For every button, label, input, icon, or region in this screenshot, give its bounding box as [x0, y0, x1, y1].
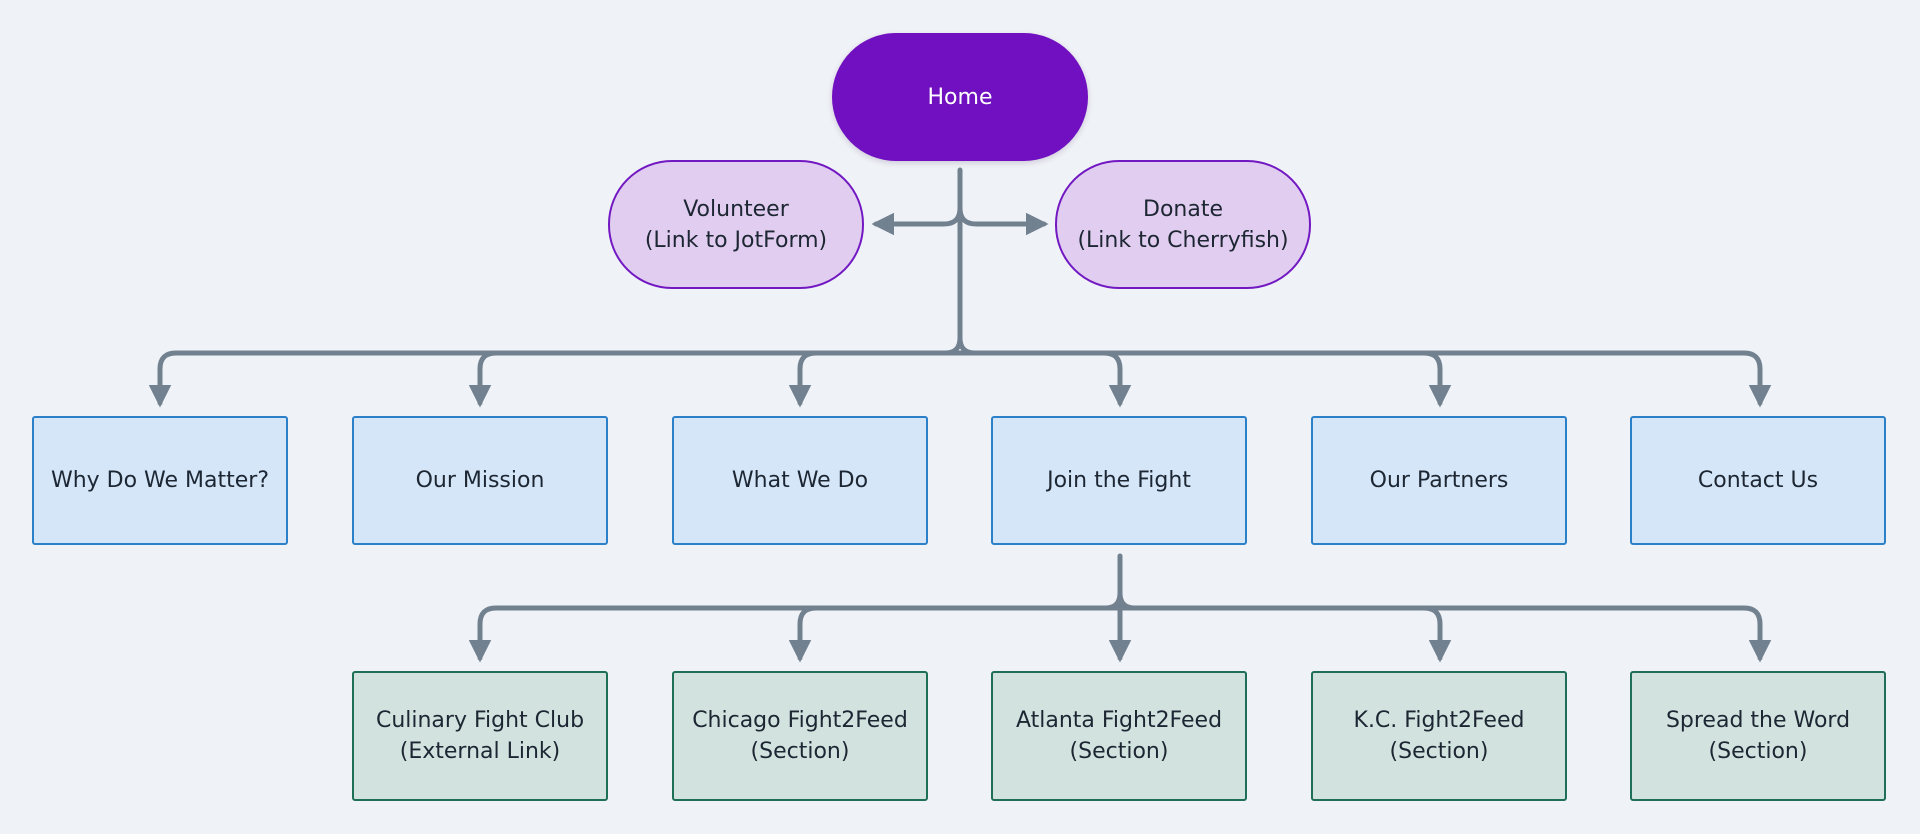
page-what-we-do[interactable]: What We Do [672, 416, 928, 545]
volunteer-node[interactable]: Volunteer (Link to JotForm) [608, 160, 864, 289]
page-why-do-we-matter-label: Why Do We Matter? [50, 468, 270, 493]
chicago-fight2feed-connector [788, 605, 819, 663]
home-trunk-connector [942, 167, 963, 356]
subpage-atlanta-fight2feed[interactable]: Atlanta Fight2Feed (Section) [991, 671, 1247, 801]
volunteer-subtitle: (Link to JotForm) [644, 227, 828, 253]
subpage-chicago-fight2feed-subtitle: (Section) [750, 739, 850, 764]
page-what-we-do-label: What We Do [731, 468, 869, 493]
join-the-fight-connector [1101, 350, 1132, 408]
donate-connector [957, 205, 1049, 236]
subpage-chicago-fight2feed[interactable]: Chicago Fight2Feed (Section) [672, 671, 928, 801]
subpage-spread-the-word-title: Spread the Word [1665, 708, 1851, 733]
contact-us-connector [1741, 350, 1772, 408]
subpage-atlanta-fight2feed-title: Atlanta Fight2Feed [1015, 708, 1223, 733]
page-join-the-fight[interactable]: Join the Fight [991, 416, 1247, 545]
subpage-atlanta-fight2feed-subtitle: (Section) [1069, 739, 1169, 764]
page-our-partners[interactable]: Our Partners [1311, 416, 1567, 545]
page-contact-us-label: Contact Us [1697, 468, 1819, 493]
subpage-spread-the-word[interactable]: Spread the Word (Section) [1630, 671, 1886, 801]
volunteer-title: Volunteer [683, 196, 789, 222]
what-we-do-connector [788, 350, 819, 408]
subpage-kc-fight2feed[interactable]: K.C. Fight2Feed (Section) [1311, 671, 1567, 801]
subpage-kc-fight2feed-subtitle: (Section) [1389, 739, 1489, 764]
donate-title: Donate [1143, 196, 1223, 222]
page-our-partners-label: Our Partners [1369, 468, 1509, 493]
home-label: Home [927, 84, 993, 110]
donate-node[interactable]: Donate (Link to Cherryfish) [1055, 160, 1311, 289]
page-contact-us[interactable]: Contact Us [1630, 416, 1886, 545]
subpage-culinary-fight-club-title: Culinary Fight Club [375, 708, 585, 733]
our-mission-connector [468, 350, 499, 408]
home-node[interactable]: Home [832, 33, 1088, 161]
page-join-the-fight-label: Join the Fight [1047, 468, 1191, 493]
page-why-do-we-matter[interactable]: Why Do We Matter? [32, 416, 288, 545]
donate-subtitle: (Link to Cherryfish) [1077, 227, 1289, 253]
why-do-we-matter-connector [148, 350, 179, 408]
our-partners-connector [1421, 350, 1452, 408]
page-our-mission[interactable]: Our Mission [352, 416, 608, 545]
subpage-spread-the-word-subtitle: (Section) [1708, 739, 1808, 764]
volunteer-connector [871, 205, 963, 236]
subpage-culinary-fight-club-subtitle: (External Link) [399, 739, 561, 764]
subpage-kc-fight2feed-title: K.C. Fight2Feed [1353, 708, 1525, 733]
subpage-chicago-fight2feed-title: Chicago Fight2Feed [692, 708, 908, 733]
spread-the-word-connector [1741, 605, 1772, 663]
kc-fight2feed-connector [1421, 605, 1452, 663]
culinary-fight-club-connector [468, 605, 499, 663]
page-our-mission-label: Our Mission [415, 468, 545, 493]
subpage-culinary-fight-club[interactable]: Culinary Fight Club (External Link) [352, 671, 608, 801]
